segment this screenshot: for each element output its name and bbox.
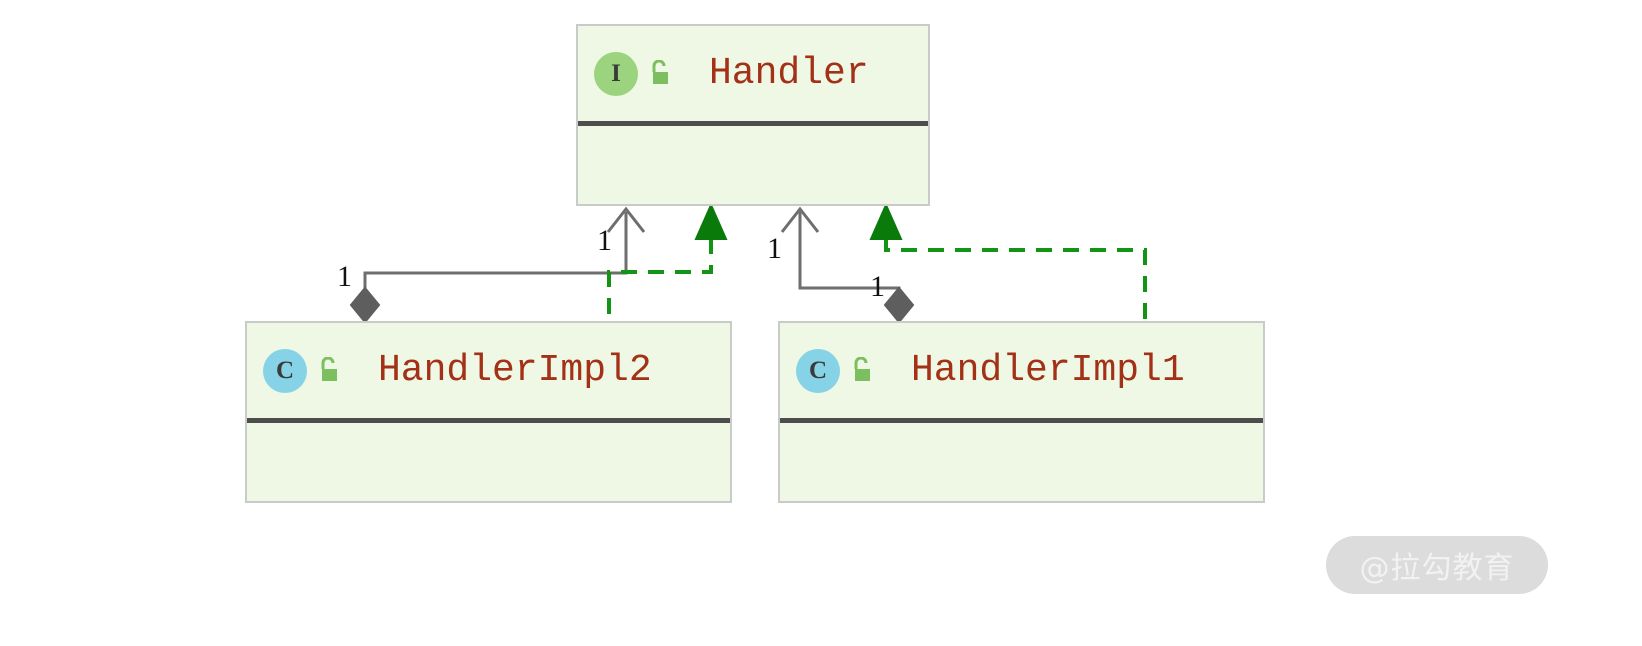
uml-members-handler — [578, 126, 928, 204]
multiplicity-label: 1 — [767, 232, 782, 265]
multiplicity-label: 1 — [597, 224, 612, 257]
multiplicity-label: 1 — [337, 260, 352, 293]
uml-members-handlerimpl1 — [780, 423, 1263, 501]
filled-diamond-head — [883, 286, 915, 324]
realization-impl1-to-handler — [869, 202, 1147, 321]
watermark: @拉勾教育 — [1326, 536, 1548, 594]
class-badge-icon: C — [796, 348, 840, 393]
open-arrow-head — [606, 206, 646, 233]
uml-class-name-handlerimpl2: HandlerImpl2 — [378, 349, 652, 392]
association-impl1-to-handler — [780, 206, 915, 324]
multiplicity-label: 1 — [870, 270, 885, 303]
uml-class-box-handler[interactable]: I Handler — [576, 24, 930, 206]
unlocked-padlock-icon — [321, 356, 337, 381]
filled-triangle-head — [869, 202, 903, 240]
uml-class-name-handler: Handler — [709, 52, 869, 95]
realization-impl2-to-handler — [607, 202, 728, 321]
open-arrow-head — [780, 206, 820, 233]
uml-members-handlerimpl2 — [247, 423, 730, 501]
uml-header-handlerimpl1: C HandlerImpl1 — [780, 323, 1263, 423]
uml-class-box-handlerimpl2[interactable]: C HandlerImpl2 — [245, 321, 732, 503]
uml-class-name-handlerimpl1: HandlerImpl1 — [911, 349, 1185, 392]
watermark-text: @拉勾教育 — [1359, 551, 1515, 586]
class-badge-icon: C — [263, 348, 307, 393]
interface-badge-icon: I — [594, 51, 638, 96]
filled-diamond-head — [349, 286, 381, 324]
uml-header-handler: I Handler — [578, 26, 928, 126]
unlocked-padlock-icon — [854, 356, 870, 381]
uml-header-handlerimpl2: C HandlerImpl2 — [247, 323, 730, 423]
filled-triangle-head — [694, 202, 728, 240]
uml-class-box-handlerimpl1[interactable]: C HandlerImpl1 — [778, 321, 1265, 503]
unlocked-padlock-icon — [652, 59, 668, 84]
